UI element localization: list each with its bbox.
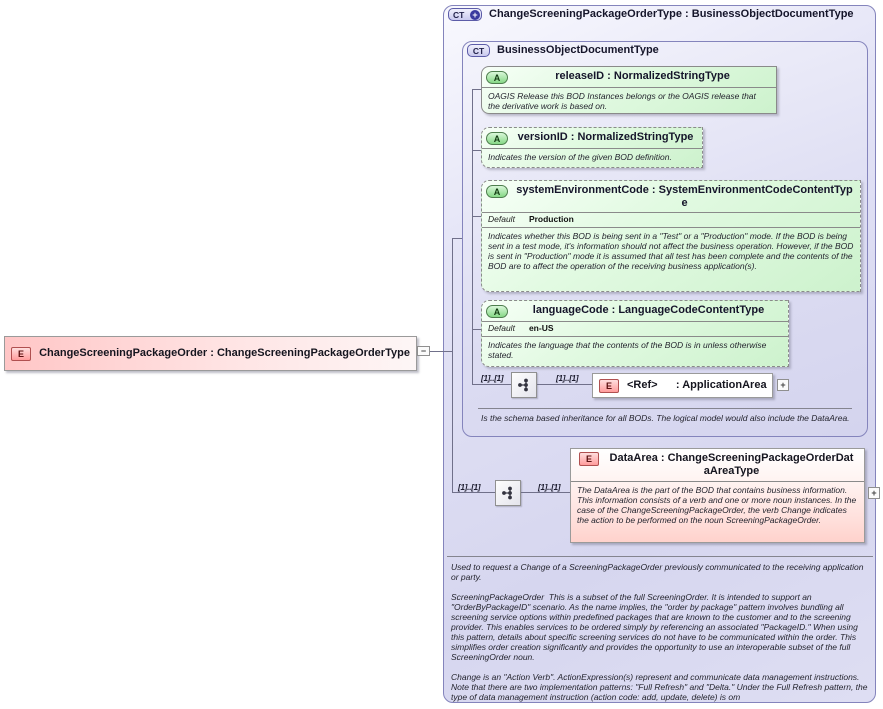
basetype-title[interactable]: BusinessObjectDocumentType: [497, 44, 659, 56]
separator-line: [478, 408, 852, 409]
connector-trunk: [452, 238, 453, 493]
element-box-changescreeningpackageorder[interactable]: E ChangeScreeningPackageOrder : ChangeSc…: [4, 336, 417, 371]
attribute-label: systemEnvironmentCode : SystemEnvironmen…: [516, 184, 853, 209]
connector-line: [472, 216, 481, 217]
connector-line: [443, 351, 452, 352]
element-label: <Ref> : ApplicationArea: [627, 379, 767, 391]
attribute-box-versionid[interactable]: A versionID : NormalizedStringType Indic…: [481, 127, 703, 168]
doc-paragraph: Used to request a Change of a ScreeningP…: [451, 562, 866, 582]
attribute-icon: A: [486, 305, 508, 318]
attribute-box-releaseid[interactable]: A releaseID : NormalizedStringType OAGIS…: [481, 66, 777, 114]
connector-line: [452, 492, 495, 493]
element-icon: E: [11, 346, 31, 361]
connector-line: [537, 384, 592, 385]
plus-badge-icon: +: [470, 10, 480, 20]
expand-toggle[interactable]: +: [868, 487, 880, 499]
cardinality-label: [1]..[1]: [458, 483, 481, 492]
default-value: Production: [528, 214, 574, 224]
attribute-description: Indicates whether this BOD is being sent…: [488, 230, 856, 271]
element-icon: E: [579, 452, 599, 466]
default-label: Default: [488, 214, 515, 224]
connector-line: [472, 329, 481, 330]
attribute-description: Indicates the version of the given BOD d…: [488, 152, 672, 162]
element-description: The DataArea is the part of the BOD that…: [577, 485, 859, 525]
cardinality-label: [1]..[1]: [481, 374, 504, 383]
connector-line: [472, 150, 481, 151]
attribute-icon: A: [486, 185, 508, 198]
element-label: DataArea : ChangeScreeningPackageOrderDa…: [609, 452, 854, 477]
separator-line: [447, 556, 873, 557]
default-label: Default: [488, 323, 515, 333]
attribute-label: releaseID : NormalizedStringType: [555, 70, 730, 82]
element-box-dataarea[interactable]: E DataArea : ChangeScreeningPackageOrder…: [570, 448, 865, 543]
element-box-applicationarea-ref[interactable]: E <Ref> : ApplicationArea: [592, 373, 773, 398]
attribute-icon: A: [486, 132, 508, 145]
cardinality-label: [1]..[1]: [538, 483, 561, 492]
complextype-plus-icon: CT +: [448, 8, 482, 21]
attribute-label: languageCode : LanguageCodeContentType: [532, 304, 765, 316]
attribute-box-languagecode[interactable]: A languageCode : LanguageCodeContentType…: [481, 300, 789, 367]
inheritance-note: Is the schema based inheritance for all …: [481, 413, 850, 423]
attribute-icon: A: [486, 71, 508, 84]
doc-paragraph: ScreeningPackageOrder This is a subset o…: [451, 592, 861, 662]
complextype-title[interactable]: ChangeScreeningPackageOrderType : Busine…: [489, 8, 854, 20]
connector-line: [429, 351, 443, 352]
default-value: en-US: [528, 323, 554, 333]
complextype-icon: CT: [467, 44, 490, 57]
sequence-compositor-icon: [511, 372, 537, 398]
complextype-icon-label: CT: [453, 9, 465, 20]
sequence-compositor-icon: [495, 480, 521, 506]
collapse-toggle[interactable]: −: [417, 346, 430, 356]
attribute-box-systemenvironmentcode[interactable]: A systemEnvironmentCode : SystemEnvironm…: [481, 180, 861, 292]
connector-line: [472, 89, 481, 90]
connector-trunk: [472, 89, 473, 385]
connector-line: [452, 238, 462, 239]
attribute-label: versionID : NormalizedStringType: [517, 131, 694, 143]
connector-line: [472, 384, 511, 385]
doc-paragraph: Change is an "Action Verb". ActionExpres…: [451, 672, 870, 702]
connector-line: [521, 492, 570, 493]
sequence-glyph: [502, 486, 512, 500]
expand-toggle[interactable]: +: [777, 379, 789, 391]
element-label: ChangeScreeningPackageOrder : ChangeScre…: [39, 347, 410, 359]
cardinality-label: [1]..[1]: [556, 374, 579, 383]
type-documentation: Used to request a Change of a ScreeningP…: [451, 562, 872, 709]
element-icon: E: [599, 378, 619, 393]
attribute-description: OAGIS Release this BOD Instances belongs…: [488, 91, 759, 111]
attribute-description: Indicates the language that the contents…: [488, 339, 769, 360]
sequence-glyph: [518, 378, 528, 392]
